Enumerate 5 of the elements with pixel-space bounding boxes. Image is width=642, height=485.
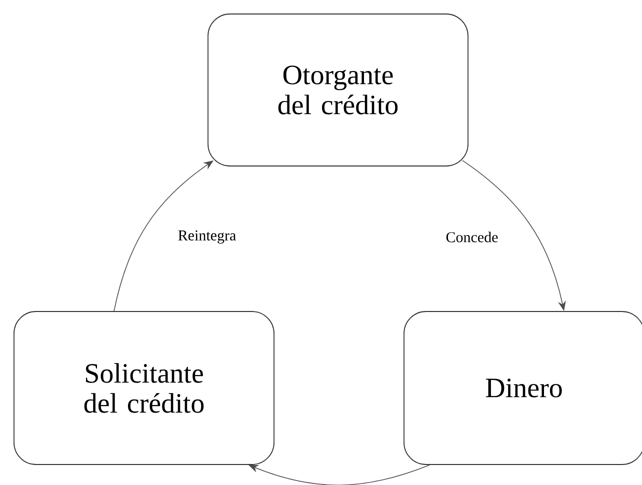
process-box: Otorgante del crédito (208, 14, 468, 166)
process-box: Dinero (404, 311, 642, 465)
edge-label: Concede (444, 230, 500, 244)
edge-label: Reintegra (176, 228, 238, 246)
process-box: Solicitante del crédito (14, 311, 274, 465)
